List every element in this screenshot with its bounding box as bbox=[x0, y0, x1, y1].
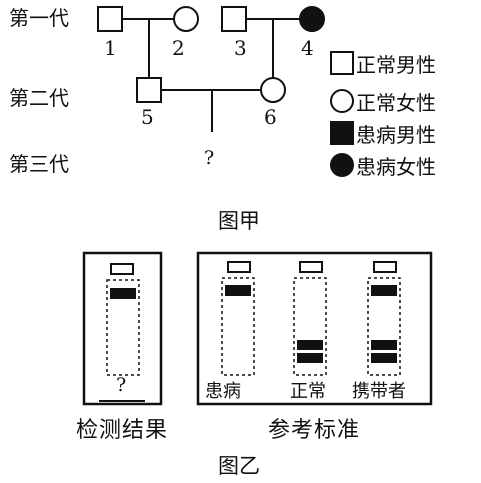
legend-affected-female: 患病女性 bbox=[330, 150, 436, 180]
legend-label: 患病女性 bbox=[356, 154, 436, 179]
individual-1-square bbox=[97, 6, 123, 32]
unknown-child-mark: ? bbox=[204, 147, 215, 169]
generation-label-1: 第一代 bbox=[9, 6, 69, 30]
pedigree-caption: 图甲 bbox=[218, 209, 260, 233]
individual-4-circle bbox=[299, 6, 325, 32]
carrier-band-2 bbox=[371, 353, 397, 363]
legend-affected-male: 患病男性 bbox=[330, 118, 436, 148]
affected-well bbox=[227, 261, 251, 273]
square-filled-icon bbox=[330, 121, 354, 145]
individual-2-circle bbox=[173, 6, 199, 32]
test-well bbox=[110, 263, 134, 275]
test-unknown-mark: ? bbox=[116, 374, 127, 396]
legend-normal-female: 正常女性 bbox=[330, 86, 436, 116]
circle-open-icon bbox=[330, 89, 354, 113]
legend-label: 正常男性 bbox=[356, 52, 436, 77]
legend-label: 正常女性 bbox=[356, 90, 436, 115]
carrier-lane bbox=[367, 277, 401, 376]
reference-box bbox=[196, 251, 433, 406]
generation-label-3: 第三代 bbox=[9, 152, 69, 176]
normal-lane bbox=[293, 277, 327, 376]
normal-band-2 bbox=[297, 353, 323, 363]
individual-number-6: 6 bbox=[264, 105, 277, 129]
individual-number-2: 2 bbox=[172, 36, 185, 60]
legend-label: 患病男性 bbox=[356, 122, 436, 147]
square-open-icon bbox=[330, 51, 354, 75]
lane-label-normal: 正常 bbox=[290, 381, 326, 402]
lane-label-affected: 患病 bbox=[205, 381, 241, 402]
normal-band-1 bbox=[297, 340, 323, 350]
individual-6-circle bbox=[260, 77, 286, 103]
carrier-band-upper bbox=[371, 285, 397, 296]
electrophoresis-caption: 图乙 bbox=[218, 454, 260, 478]
legend-normal-male: 正常男性 bbox=[330, 48, 436, 78]
individual-number-1: 1 bbox=[104, 36, 117, 60]
circle-filled-icon bbox=[330, 153, 354, 177]
test-band bbox=[110, 288, 136, 299]
affected-lane bbox=[221, 277, 255, 376]
individual-5-square bbox=[136, 77, 162, 103]
carrier-well bbox=[373, 261, 397, 273]
reference-title: 参考标准 bbox=[268, 418, 361, 443]
individual-number-5: 5 bbox=[141, 105, 154, 129]
normal-well bbox=[299, 261, 323, 273]
individual-number-3: 3 bbox=[234, 36, 247, 60]
affected-band-upper bbox=[225, 285, 251, 296]
test-result-title: 检测结果 bbox=[76, 418, 169, 443]
carrier-band-1 bbox=[371, 340, 397, 350]
test-result-box bbox=[82, 251, 163, 406]
individual-3-square bbox=[221, 6, 247, 32]
generation-label-2: 第二代 bbox=[9, 86, 69, 110]
test-lane bbox=[106, 279, 140, 376]
individual-number-4: 4 bbox=[301, 36, 314, 60]
lane-label-carrier: 携带者 bbox=[352, 381, 406, 402]
